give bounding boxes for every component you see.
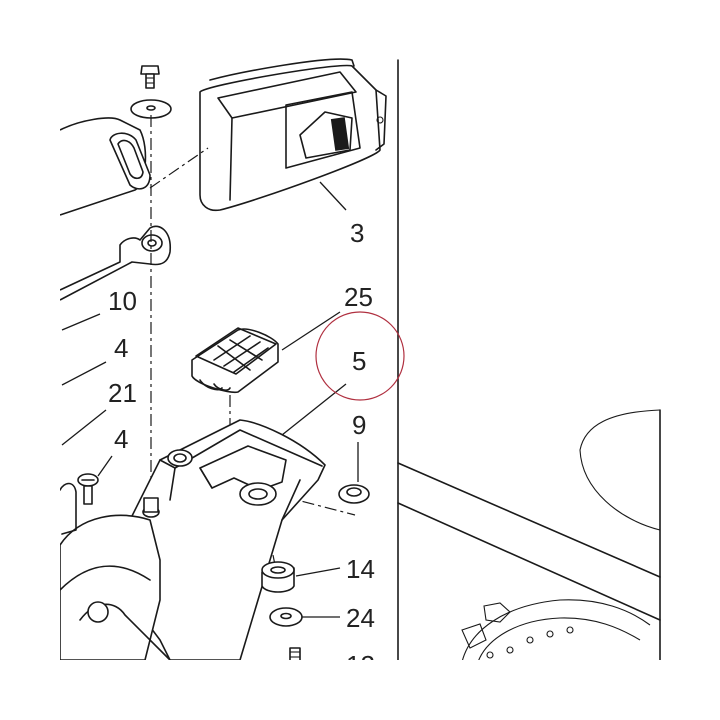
highlight-circle — [315, 311, 405, 401]
callout-4a: 4 — [114, 333, 128, 363]
callout-3: 3 — [350, 218, 364, 248]
left-mask — [0, 0, 60, 720]
grommet-holder — [59, 117, 151, 216]
brake-disc — [461, 599, 651, 663]
callout-4b: 4 — [114, 424, 128, 454]
frame-lines — [397, 59, 661, 663]
part-5-tray — [129, 419, 326, 661]
frame-structure — [59, 482, 171, 661]
callout-5: 5 — [352, 346, 366, 376]
callout-9: 9 — [352, 410, 366, 440]
side-screw — [77, 473, 99, 505]
mounting-bracket — [59, 225, 171, 301]
top-screw — [140, 65, 160, 89]
callout-25: 25 — [344, 282, 373, 312]
leader-lines — [61, 181, 359, 618]
callout-21: 21 — [108, 378, 137, 408]
part-25-rubber-pad — [191, 327, 279, 394]
callout-24: 24 — [346, 603, 375, 633]
part-24-washer — [269, 607, 303, 627]
fairing-silhouette — [579, 409, 661, 531]
callout-14: 14 — [346, 554, 375, 584]
part-14-bush — [261, 561, 295, 593]
part-3-control-unit — [199, 58, 387, 212]
part-9-grommet — [338, 484, 370, 504]
callout-10: 10 — [108, 286, 137, 316]
bottom-mask — [0, 660, 720, 720]
part-12-stud — [289, 647, 301, 663]
top-washer — [130, 99, 172, 119]
